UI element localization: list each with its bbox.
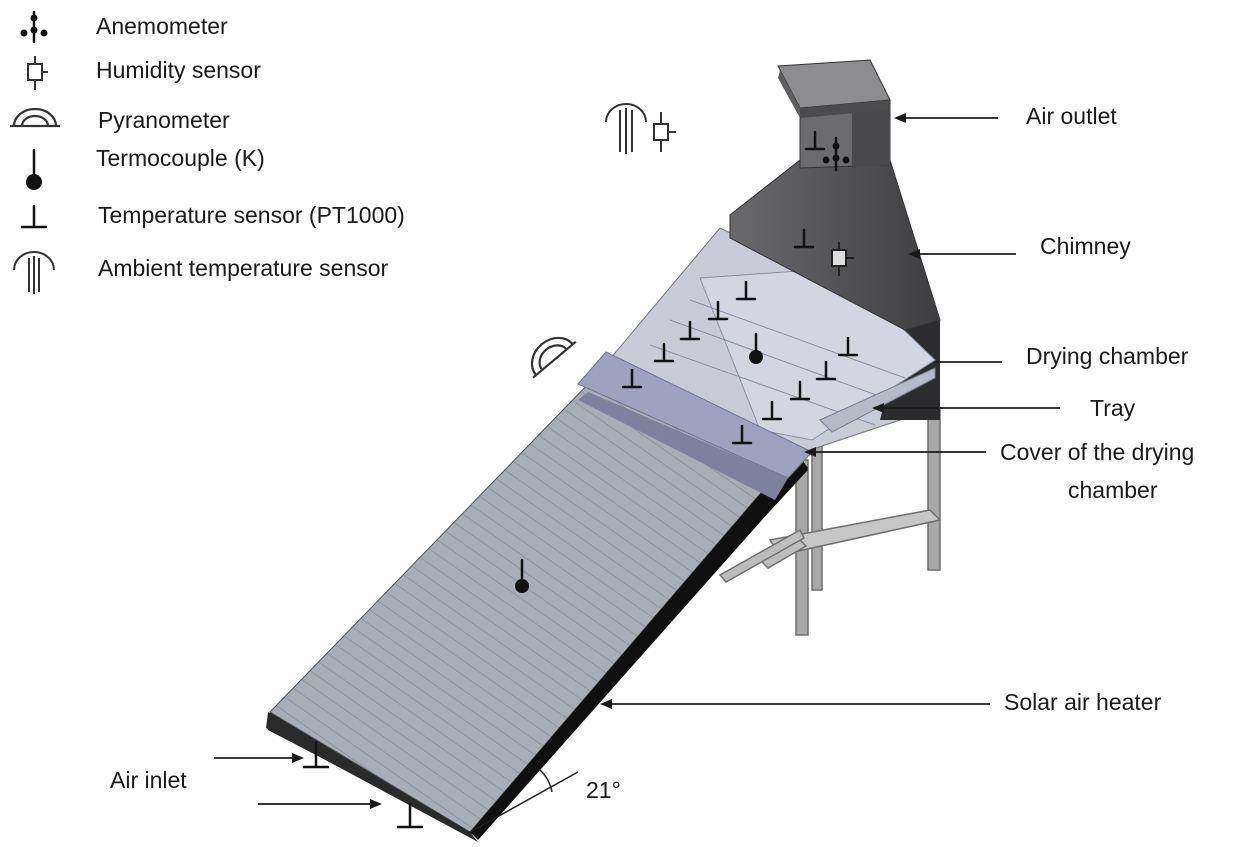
chimney-base-temperature-sensor-icon — [793, 228, 815, 249]
ambient-temperature-sensor-top-icon — [605, 103, 647, 154]
pt1000-sensor-6 — [837, 336, 859, 357]
pyranometer-icon — [10, 107, 60, 128]
label-tray: Tray — [1090, 395, 1136, 421]
legend: Anemometer Humidity sensor Pyranometer T… — [10, 10, 405, 294]
pt1000-sensor-1 — [735, 280, 757, 301]
legend-label-ambient-temperature-sensor: Ambient temperature sensor — [98, 255, 389, 281]
pt1000-sensor-9 — [761, 400, 783, 421]
callouts: Air outlet Chimney Drying chamber Tray C… — [110, 103, 1194, 809]
chimney-humidity-sensor-icon — [831, 242, 854, 276]
label-solar-air-heater: Solar air heater — [1004, 689, 1162, 715]
solar-air-heater — [266, 377, 808, 842]
pt1000-sensor-2 — [707, 300, 729, 321]
legend-label-anemometer: Anemometer — [96, 13, 228, 39]
thermocouple-icon — [26, 148, 42, 190]
label-cover-line2: chamber — [1068, 477, 1158, 503]
collector-pyranometer-icon — [530, 336, 577, 379]
ambient-sensor-group — [605, 103, 676, 154]
ambient-temperature-sensor-icon — [13, 251, 55, 294]
legend-label-temperature-sensor: Temperature sensor (PT1000) — [98, 202, 405, 228]
chimney-temperature-sensor-icon — [804, 130, 826, 151]
legend-label-humidity-sensor: Humidity sensor — [96, 57, 261, 83]
tilt-angle: 21° — [469, 769, 621, 833]
pt1000-sensor-5 — [621, 368, 643, 389]
legend-label-pyranometer: Pyranometer — [98, 107, 230, 133]
label-chimney: Chimney — [1040, 233, 1131, 259]
chimney-anemometer-icon — [822, 136, 850, 172]
angle-label: 21° — [586, 777, 621, 803]
chamber-thermocouple-icon — [749, 332, 763, 364]
label-air-inlet: Air inlet — [110, 767, 187, 793]
pt1000-sensor-8 — [789, 380, 811, 401]
label-cover-line1: Cover of the drying — [1000, 439, 1194, 465]
pt1000-sensor-10 — [731, 424, 753, 445]
label-air-outlet: Air outlet — [1026, 103, 1117, 129]
legend-label-thermocouple: Termocouple (K) — [96, 145, 265, 171]
collector-thermocouple-icon — [515, 558, 529, 593]
label-drying-chamber: Drying chamber — [1026, 343, 1189, 369]
temperature-sensor-icon — [20, 204, 48, 229]
humidity-sensor-icon — [27, 56, 48, 90]
pt1000-sensor-4 — [653, 342, 675, 363]
humidity-sensor-top-icon — [653, 112, 676, 152]
pt1000-sensor-3 — [679, 320, 701, 341]
chamber-sensors — [515, 280, 859, 593]
chimney — [729, 59, 941, 331]
pt1000-sensor-7 — [815, 360, 837, 381]
anemometer-icon — [20, 10, 48, 44]
